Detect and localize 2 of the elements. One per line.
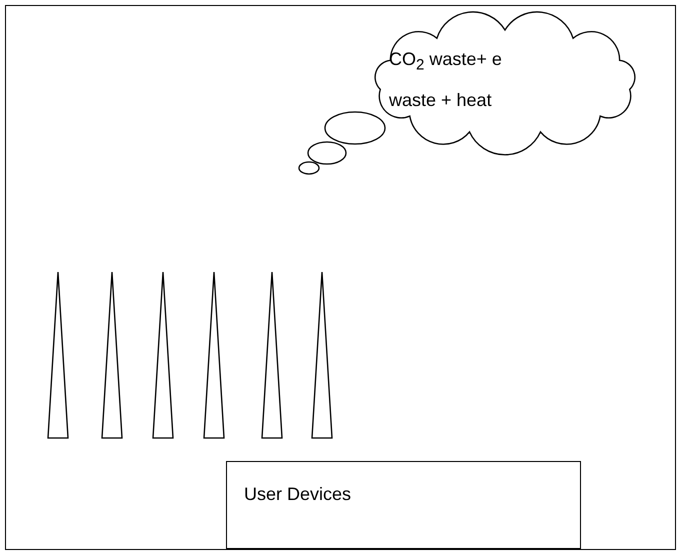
box-label: User Devices [244,483,352,506]
process-box [226,461,581,549]
